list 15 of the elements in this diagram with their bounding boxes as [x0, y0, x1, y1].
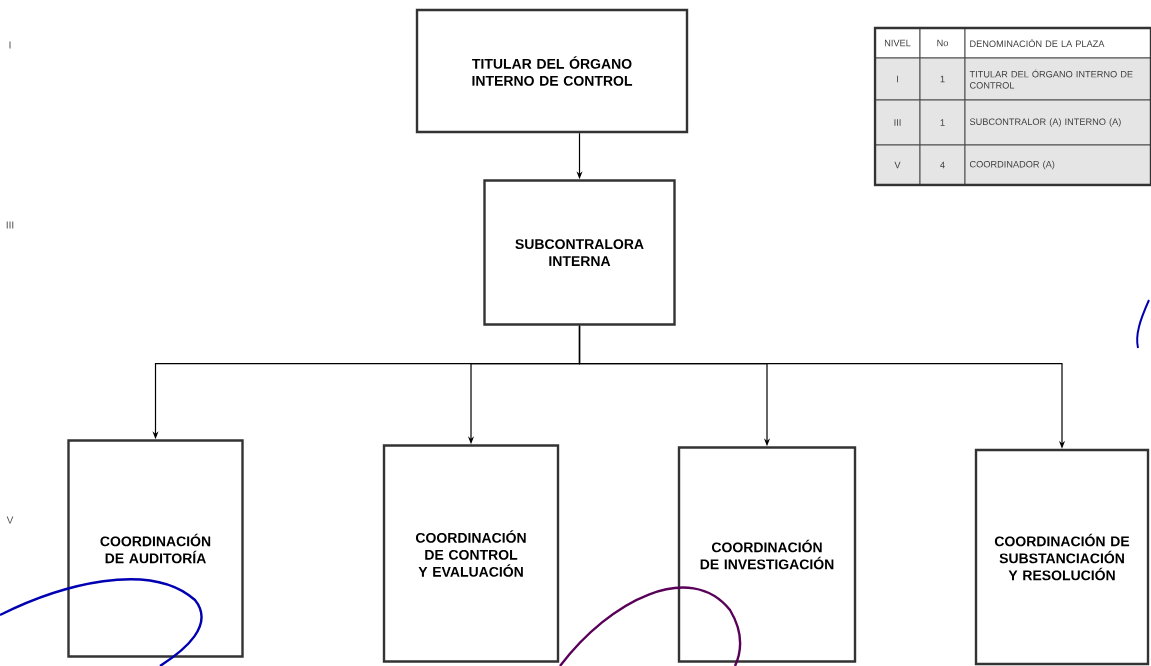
- org-box: COORDINACIÓN DE AUDITORÍA: [67, 439, 244, 658]
- table-cell: 1: [919, 99, 966, 146]
- org-box: COORDINACIÓN DE CONTROL Y EVALUACIÓN: [382, 444, 560, 663]
- table-cell: I: [874, 57, 921, 101]
- org-box: COORDINACIÓN DE SUBSTANCIACIÓN Y RESOLUCIÓN: [974, 448, 1150, 666]
- org-box: SUBCONTRALORA INTERNA: [483, 179, 676, 326]
- table-cell: No: [919, 27, 966, 59]
- table-cell: 4: [919, 144, 966, 186]
- level-numeral: I: [9, 41, 11, 49]
- table-cell: V: [874, 144, 921, 186]
- table-cell: 1: [919, 57, 966, 101]
- level-numeral: V: [6, 516, 14, 524]
- level-numeral: III: [6, 221, 14, 229]
- org-box: TITULAR DEL ÓRGANO INTERNO DE CONTROL: [415, 8, 689, 134]
- org-box: COORDINACIÓN DE INVESTIGACIÓN: [677, 446, 857, 663]
